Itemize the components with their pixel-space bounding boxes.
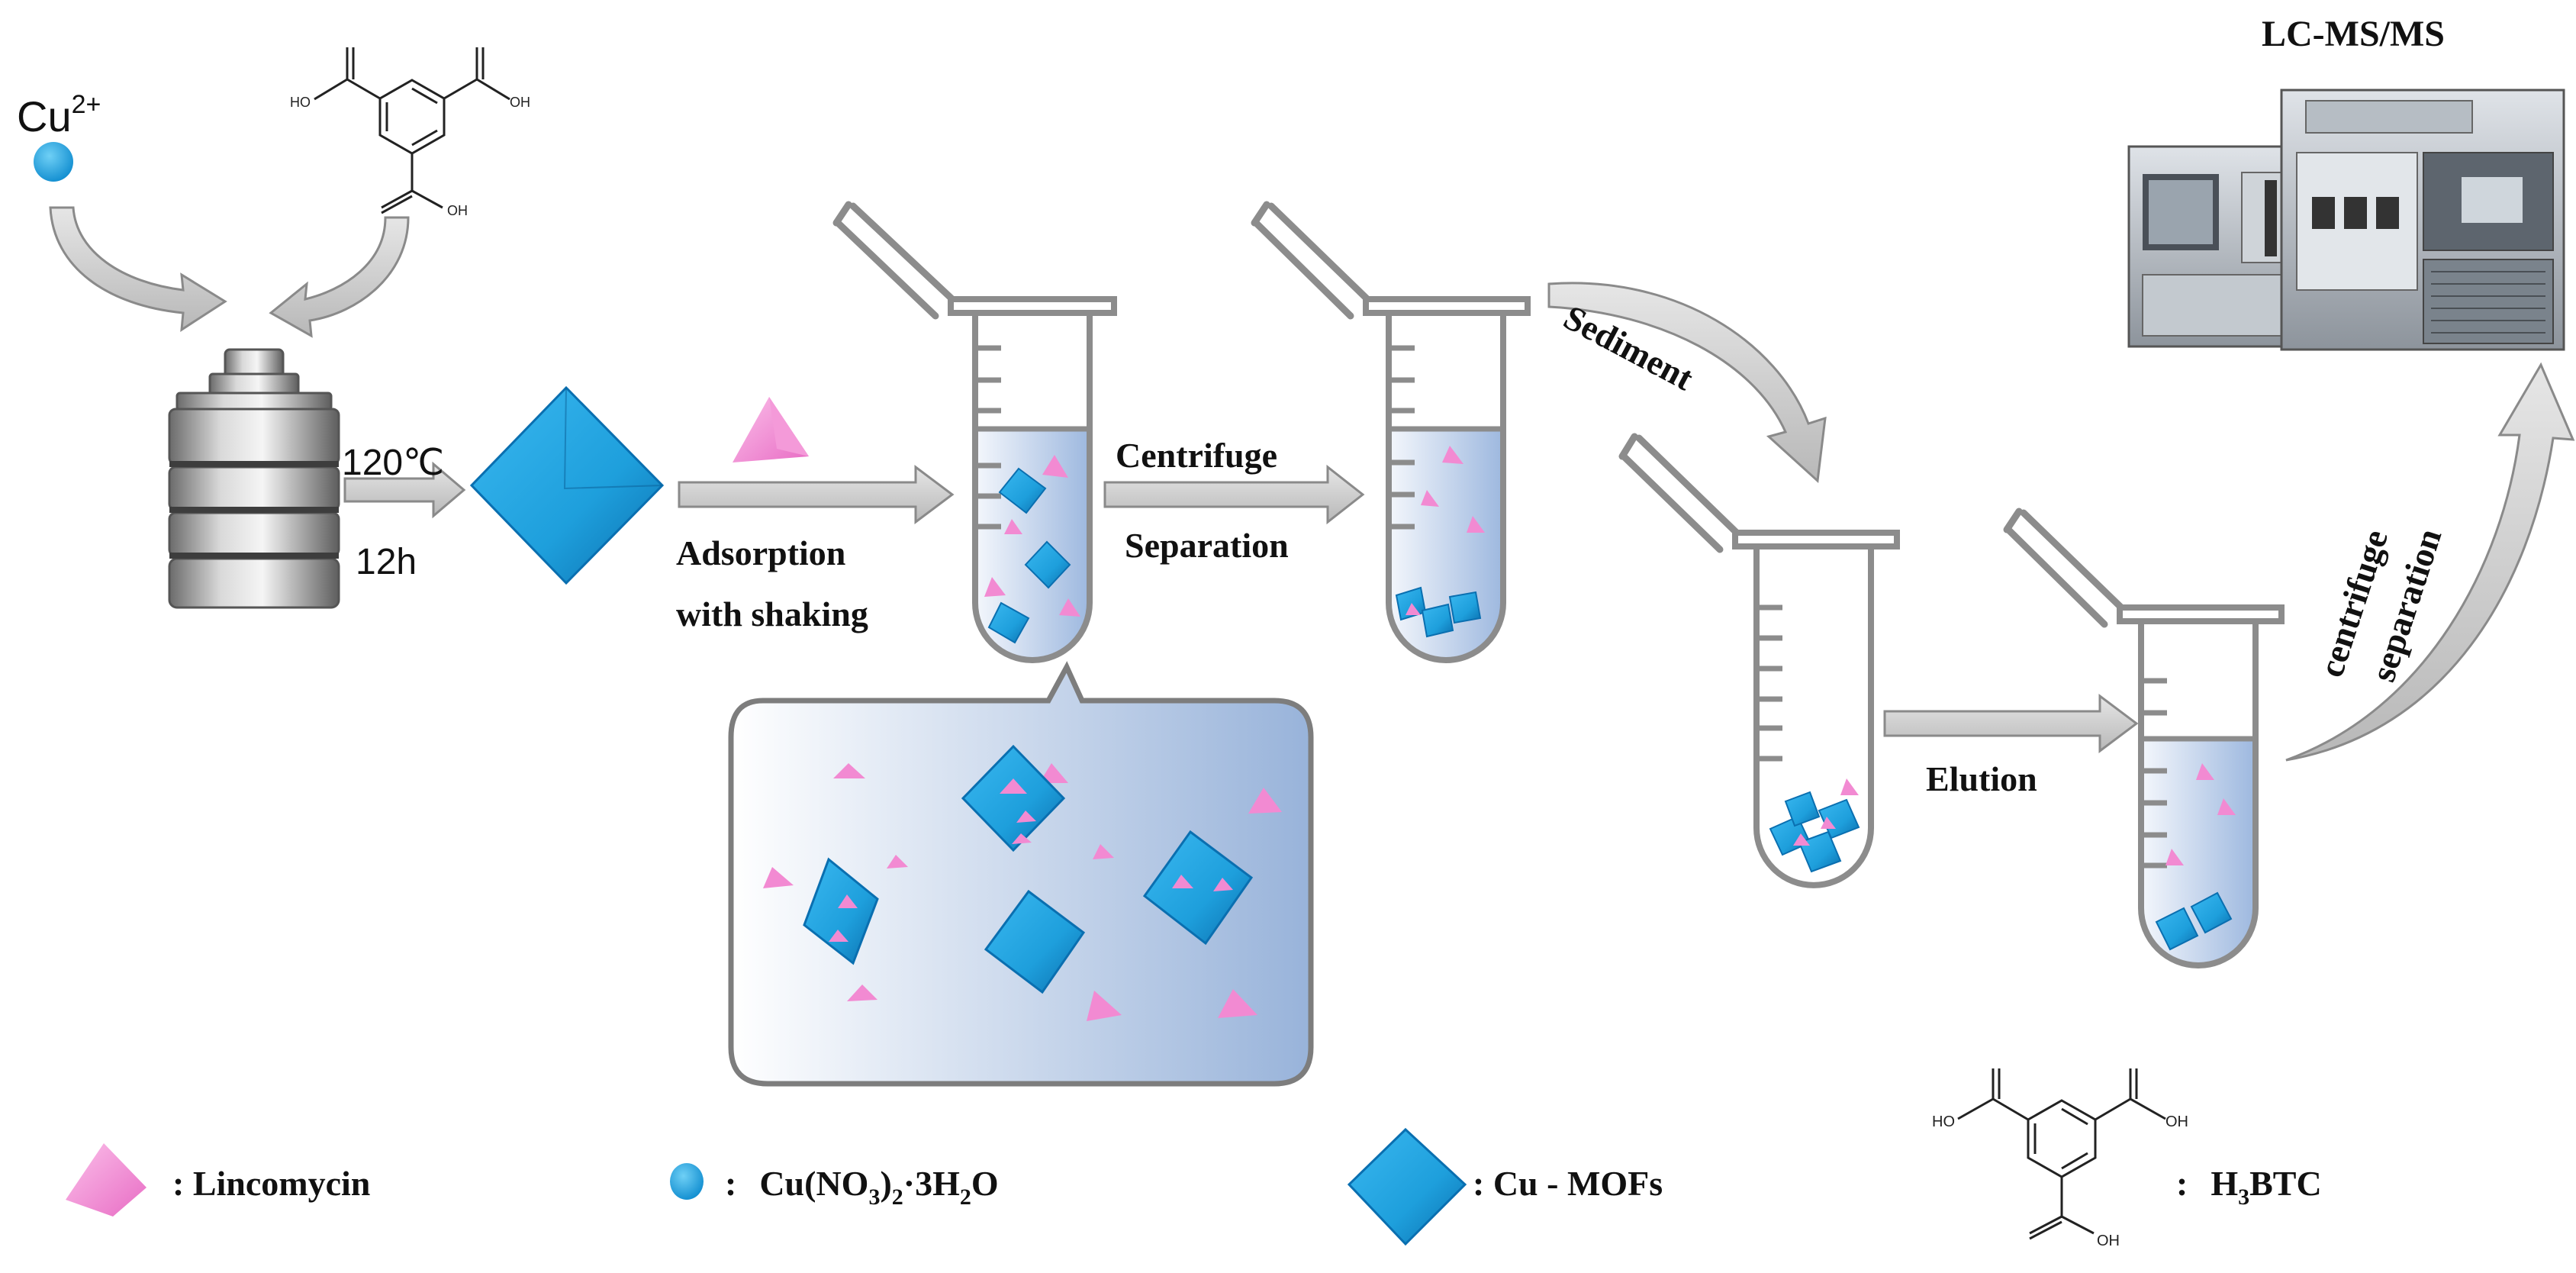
legend-lincomycin-label: : Lincomycin: [172, 1164, 370, 1203]
btc-oh-left: HO: [290, 95, 311, 110]
legend-cu-b: ): [880, 1164, 891, 1203]
svg-text:Cu2+: Cu2+: [17, 90, 101, 140]
curved-arrow-left: [49, 206, 227, 332]
centrifuge-arrow-1: [1103, 464, 1365, 525]
svg-text::Cu(NO3)2·3H2O: :Cu(NO3)2·3H2O: [725, 1164, 999, 1210]
legend-cu-s2: 2: [892, 1184, 903, 1210]
centrifuge-label-line1: Centrifuge: [1116, 436, 1277, 475]
h3btc-oh-right: OH: [2165, 1113, 2188, 1130]
synthesis-temperature: 120℃: [342, 443, 444, 483]
adsorption-arrow: [678, 465, 955, 524]
elution-label: Elution: [1926, 759, 2037, 798]
adsorption-label-line2: with shaking: [676, 595, 868, 633]
legend-lincomycin: : Lincomycin: [66, 1143, 370, 1217]
legend-cu-s3: 2: [960, 1184, 971, 1210]
legend-cu-colon: :: [725, 1164, 736, 1203]
legend-h3btc-s1: 3: [2238, 1184, 2249, 1210]
lincomycin-legend-icon: [66, 1143, 147, 1217]
legend-cu-d: O: [971, 1164, 999, 1203]
btc-linker-structure: [314, 47, 510, 214]
cu-ion-reagent: Cu2+: [17, 90, 101, 182]
centrifuge-tube-4: [2003, 508, 2285, 968]
svg-text::H3BTC: : H3BTC: [2176, 1164, 2322, 1210]
btc-oh-right: OH: [510, 95, 530, 110]
legend-cu-a: Cu(NO: [759, 1164, 868, 1203]
centrifuge-separation-arrow: [2285, 362, 2575, 762]
cu-salt-legend-icon: [670, 1163, 704, 1200]
synthesis-arrow: [343, 461, 466, 519]
btc-oh-bottom: OH: [447, 203, 468, 218]
legend-h3btc: HO OH OH : H3BTC: [1932, 1068, 2322, 1249]
centrifuge-tube-1: [832, 201, 1117, 663]
synthesis-time: 12h: [356, 542, 417, 582]
h3btc-oh-bottom: OH: [2097, 1233, 2120, 1249]
lincomycin-pyramid: [733, 397, 809, 462]
centrifuge-label-line2: Separation: [1125, 526, 1289, 565]
lcms-instrument-image: [2127, 89, 2565, 351]
cu-label: Cu: [17, 92, 72, 140]
legend-cu-mofs-label: : Cu - MOFs: [1473, 1164, 1663, 1203]
legend-cu-salt: :Cu(NO3)2·3H2O: [670, 1163, 999, 1210]
centrifuge-tube-2: [1251, 201, 1531, 663]
lcms-title: LC-MS/MS: [2262, 14, 2445, 54]
legend-cu-mofs: : Cu - MOFs: [1347, 1127, 1663, 1246]
cu-mofs-legend-icon: [1347, 1127, 1467, 1246]
adsorption-label-line1: Adsorption: [676, 533, 845, 572]
adsorption-zoom-panel: [728, 661, 1314, 1087]
cu-ion-dot: [34, 142, 73, 182]
legend-h3btc-a: H: [2211, 1164, 2238, 1203]
legend-cu-c: ·3H: [903, 1164, 960, 1203]
legend-h3btc-b: BTC: [2249, 1164, 2322, 1203]
legend-cu-s1: 3: [868, 1184, 880, 1210]
legend: : Lincomycin :Cu(NO3)2·3H2O : Cu - MOFs: [66, 1068, 2322, 1249]
autoclave-reactor: [168, 348, 340, 609]
curved-arrow-right: [269, 216, 410, 338]
cu-mof-crystal-large: [469, 385, 665, 585]
h3btc-oh-left: HO: [1932, 1113, 1955, 1130]
legend-h3btc-colon: :: [2176, 1164, 2188, 1203]
sediment-arrow: [1547, 282, 1827, 484]
centrifuge-tube-3: [1618, 433, 1900, 888]
h3btc-legend-structure: [1957, 1068, 2166, 1240]
elution-arrow: [1883, 694, 2139, 753]
cu-charge: 2+: [72, 90, 101, 119]
